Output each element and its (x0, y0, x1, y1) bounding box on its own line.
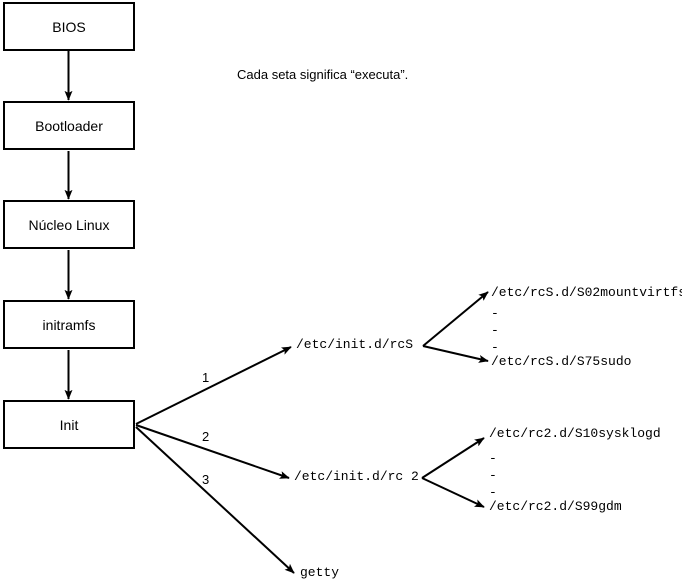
label-rc2-first-script: /etc/rc2.d/S10sysklogd (489, 426, 661, 441)
node-kernel[interactable]: Núcleo Linux (3, 200, 135, 249)
branch-number-2: 2 (202, 429, 210, 444)
node-bios-label: BIOS (52, 18, 86, 35)
label-init-d-rcs: /etc/init.d/rcS (296, 337, 414, 352)
diagram-annotation: Cada seta significa “executa”. (237, 67, 409, 82)
label-init-d-rc2: /etc/init.d/rc 2 (294, 469, 419, 484)
branch-number-3: 3 (202, 472, 210, 487)
node-initramfs-label: initramfs (42, 316, 96, 333)
label-rcs-last-script: /etc/rcS.d/S75sudo (491, 354, 632, 369)
node-bootloader[interactable]: Bootloader (3, 101, 135, 150)
arrow-init-to-rcs (135, 346, 292, 425)
node-bootloader-label: Bootloader (35, 117, 103, 134)
label-rcs-first-script: /etc/rcS.d/S02mountvirtfs (491, 285, 682, 300)
label-getty: getty (300, 565, 340, 580)
node-initramfs[interactable]: initramfs (3, 300, 135, 349)
label-rc2-last-script: /etc/rc2.d/S99gdm (489, 499, 622, 514)
arrow-rc2-to-last-script (421, 477, 485, 508)
rcs-ellipsis-dashes: - - - (491, 306, 499, 355)
arrow-rc2-to-first-script (421, 437, 485, 479)
rc2-ellipsis-dashes: - - - (489, 451, 497, 500)
branch-number-1: 1 (202, 370, 210, 385)
arrow-init-to-getty (135, 426, 295, 574)
node-kernel-label: Núcleo Linux (28, 216, 110, 233)
arrow-rcs-to-last-script (422, 345, 489, 363)
node-init-label: Init (59, 416, 79, 433)
arrow-rcs-to-first-script (422, 291, 489, 347)
node-bios[interactable]: BIOS (3, 2, 135, 51)
node-init[interactable]: Init (3, 400, 135, 449)
arrow-init-to-rc2 (135, 424, 290, 479)
